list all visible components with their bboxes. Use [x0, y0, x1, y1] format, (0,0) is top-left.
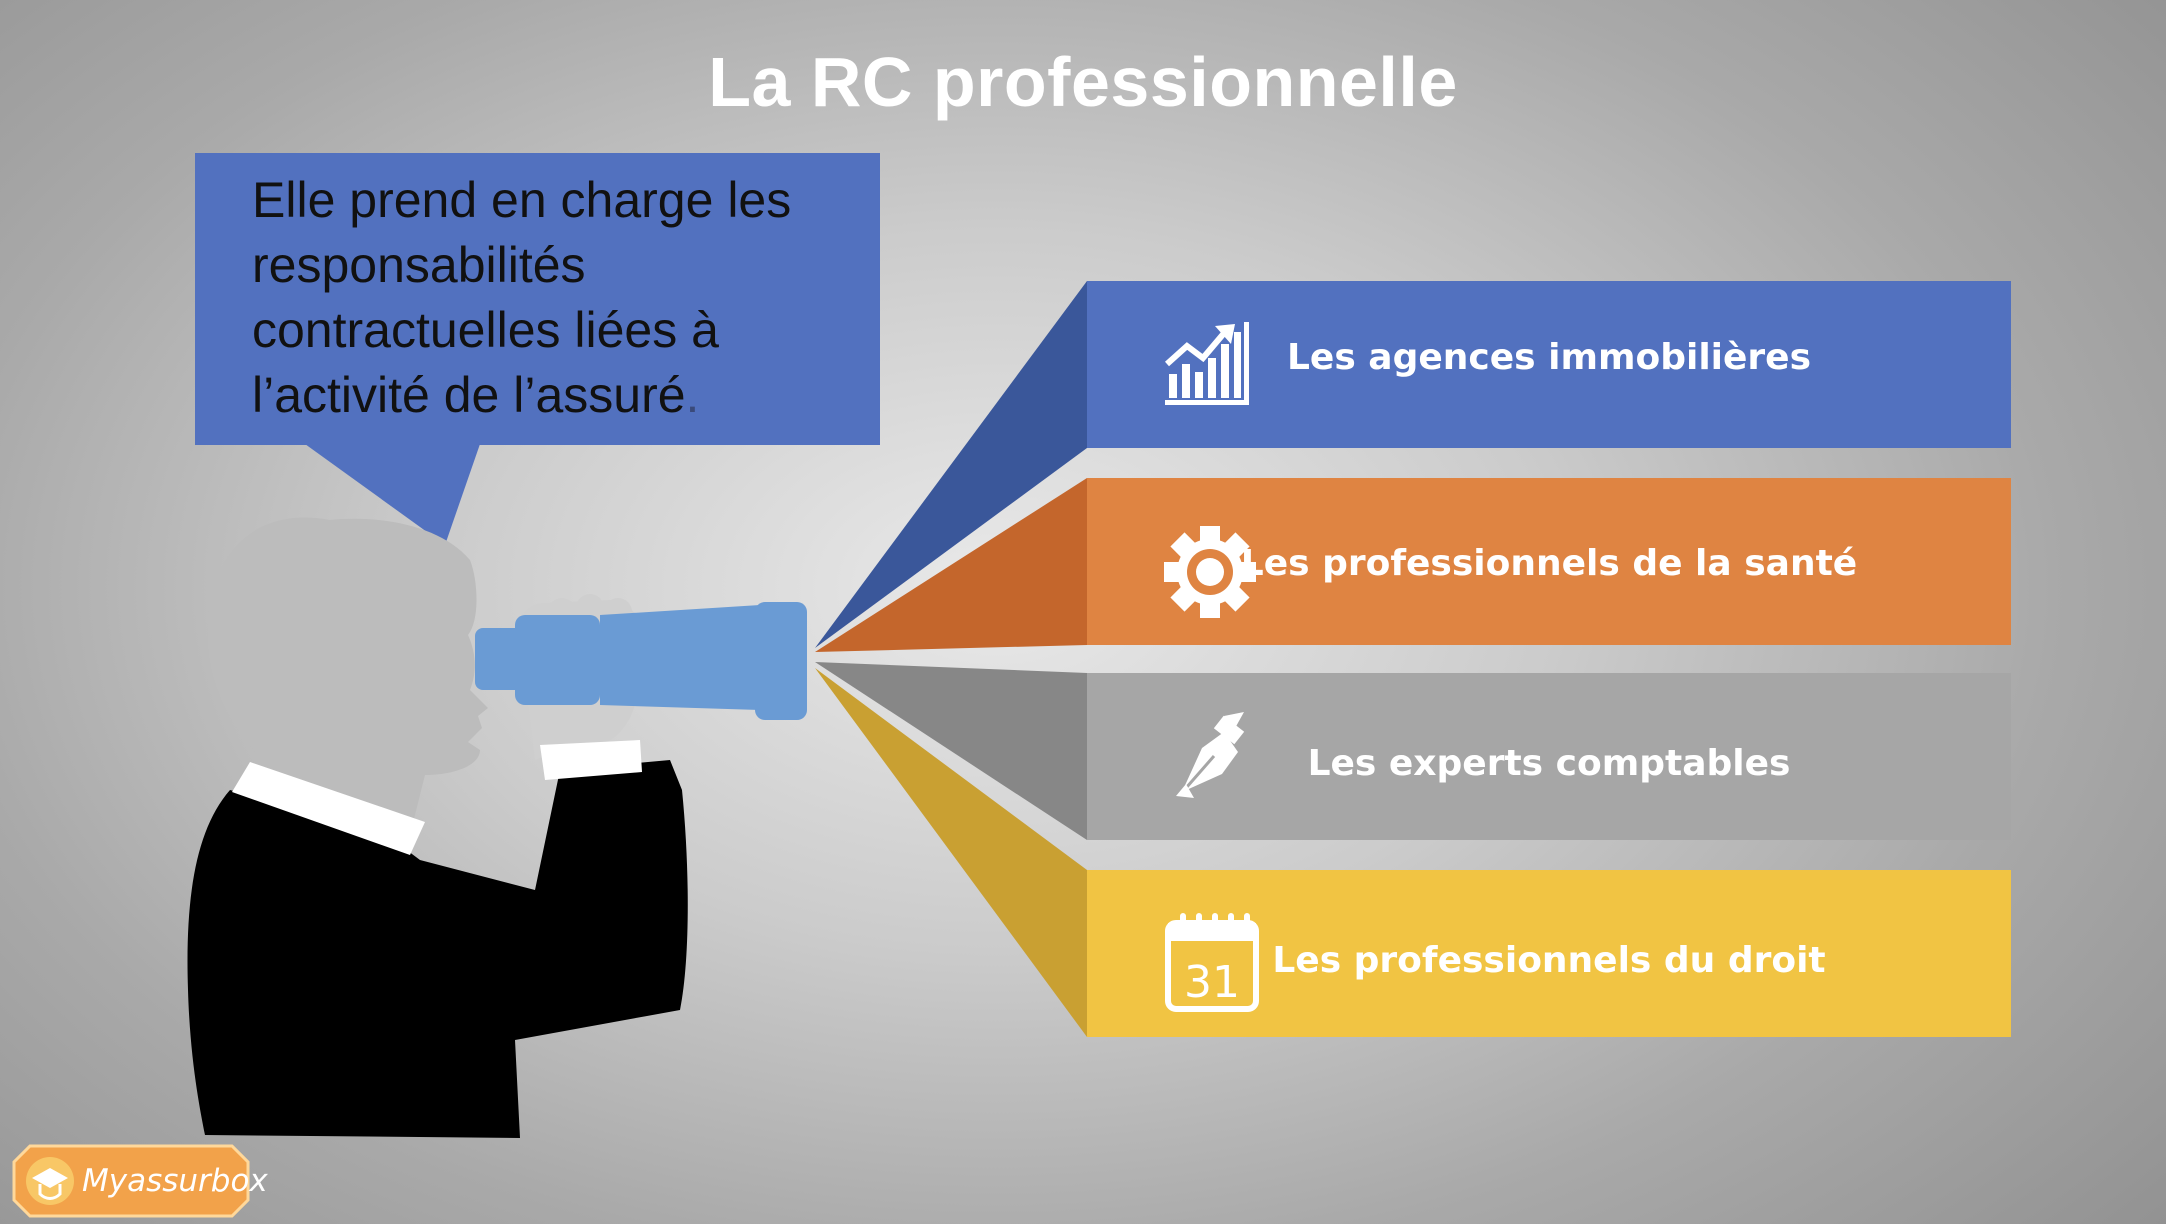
telescope: [475, 602, 807, 720]
band-label-law: Les professionnels du droit: [1272, 940, 1826, 981]
band-label-real-estate: Les agences immobilières: [1286, 337, 1812, 378]
fountain-pen-icon: [1176, 712, 1245, 798]
beam-yellow: [815, 668, 1087, 1037]
band-accountants: [1087, 673, 2011, 840]
beam-blue: [815, 281, 1087, 648]
projection-beams: [815, 281, 1087, 1037]
calendar-day: 31: [1184, 957, 1240, 1008]
person-silhouette: [187, 517, 688, 1138]
band-label-accountants: Les experts comptables: [1307, 743, 1791, 784]
callout-period: .: [685, 367, 700, 423]
speech-bubble: [195, 153, 880, 545]
band-label-health: Les professionnels de la santé: [1240, 543, 1858, 584]
callout-body: Elle prend en charge les responsabilités…: [252, 172, 792, 423]
gear-icon: [1164, 526, 1256, 618]
brand-logo: [12, 1144, 250, 1218]
calendar-icon: 31: [1165, 913, 1259, 1012]
callout-text: Elle prend en charge les responsabilités…: [252, 168, 872, 428]
beam-orange: [815, 478, 1087, 652]
beam-gray: [815, 662, 1087, 840]
brand-name: Myassurbox: [82, 1163, 268, 1199]
growth-chart-icon: [1164, 322, 1249, 405]
slide-title: La RC professionnelle: [708, 43, 1458, 121]
